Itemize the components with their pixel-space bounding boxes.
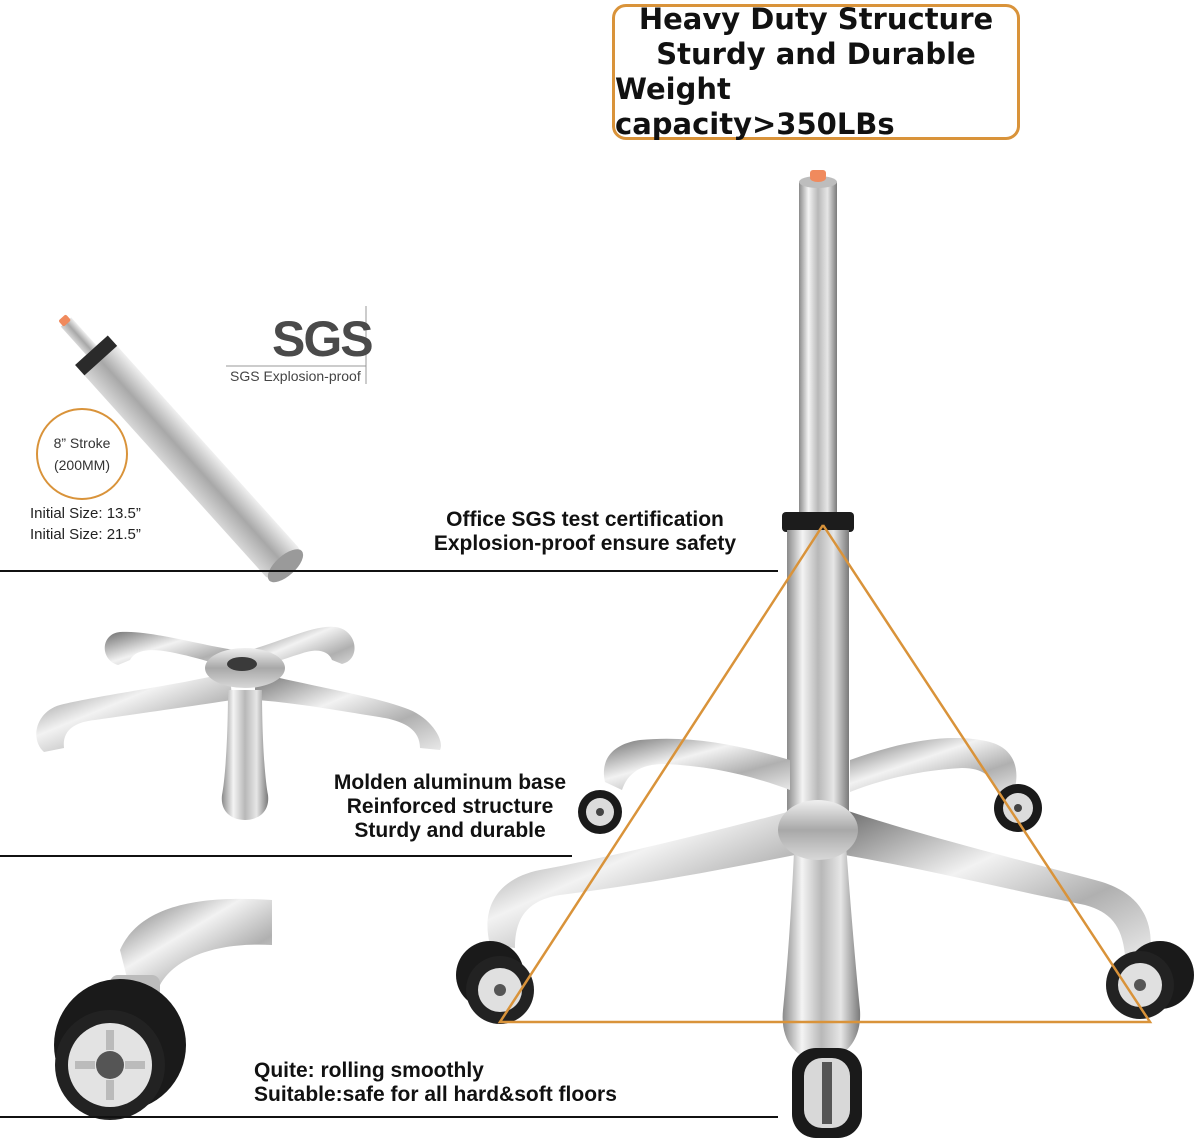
headline-callout: Heavy Duty Structure Sturdy and Durable … bbox=[612, 2, 1020, 141]
feature-base: Molden aluminum base Reinforced structur… bbox=[300, 771, 600, 843]
stroke-length-mm: (200MM) bbox=[53, 457, 110, 473]
feature-casters-line-2: Suitable:safe for all hard&soft floors bbox=[254, 1083, 617, 1106]
initial-size-2: Initial Size: 21.5” bbox=[30, 526, 141, 543]
caster-front-left bbox=[456, 941, 534, 1024]
small-gas-lift bbox=[59, 315, 304, 583]
stroke-length: 8” Stroke bbox=[53, 435, 111, 451]
initial-size-1: Initial Size: 13.5” bbox=[30, 505, 141, 522]
headline-line-3: Weight capacity>350LBs bbox=[615, 72, 895, 141]
headline-line-2: Sturdy and Durable bbox=[656, 37, 976, 71]
main-five-star-base bbox=[487, 738, 1151, 1060]
headline-line-1: Heavy Duty Structure bbox=[638, 2, 994, 36]
stroke-badge: 8” Stroke (200MM) bbox=[36, 408, 128, 500]
feature-certification: Office SGS test certification Explosion-… bbox=[400, 508, 770, 556]
standalone-base bbox=[36, 626, 441, 820]
section-divider-2 bbox=[0, 855, 572, 857]
feature-base-line-1: Molden aluminum base bbox=[333, 771, 567, 794]
closeup-caster bbox=[54, 898, 272, 1120]
caster-front-right bbox=[1106, 941, 1194, 1019]
feature-casters-line-1: Quite: rolling smoothly bbox=[254, 1059, 484, 1082]
sgs-logo-frame bbox=[226, 306, 367, 384]
sgs-logo-caption: SGS Explosion-proof bbox=[230, 368, 361, 384]
feature-certification-line-1: Office SGS test certification bbox=[446, 508, 724, 531]
feature-base-line-3: Sturdy and durable bbox=[354, 819, 546, 842]
caster-rear-right bbox=[994, 784, 1042, 832]
feature-casters: Quite: rolling smoothly Suitable:safe fo… bbox=[254, 1059, 617, 1107]
sgs-logo: SGS bbox=[272, 311, 374, 367]
caster-rear-left bbox=[578, 790, 622, 834]
section-divider-1 bbox=[0, 570, 778, 572]
section-divider-3 bbox=[0, 1116, 778, 1118]
feature-base-line-2: Reinforced structure bbox=[346, 795, 554, 818]
main-casters bbox=[456, 784, 1194, 1138]
feature-certification-line-2: Explosion-proof ensure safety bbox=[433, 532, 737, 555]
stability-triangle bbox=[497, 524, 1153, 1024]
caster-front-center bbox=[792, 1048, 862, 1138]
main-gas-lift bbox=[782, 170, 854, 830]
initial-sizes: Initial Size: 13.5” Initial Size: 21.5” bbox=[30, 503, 141, 545]
